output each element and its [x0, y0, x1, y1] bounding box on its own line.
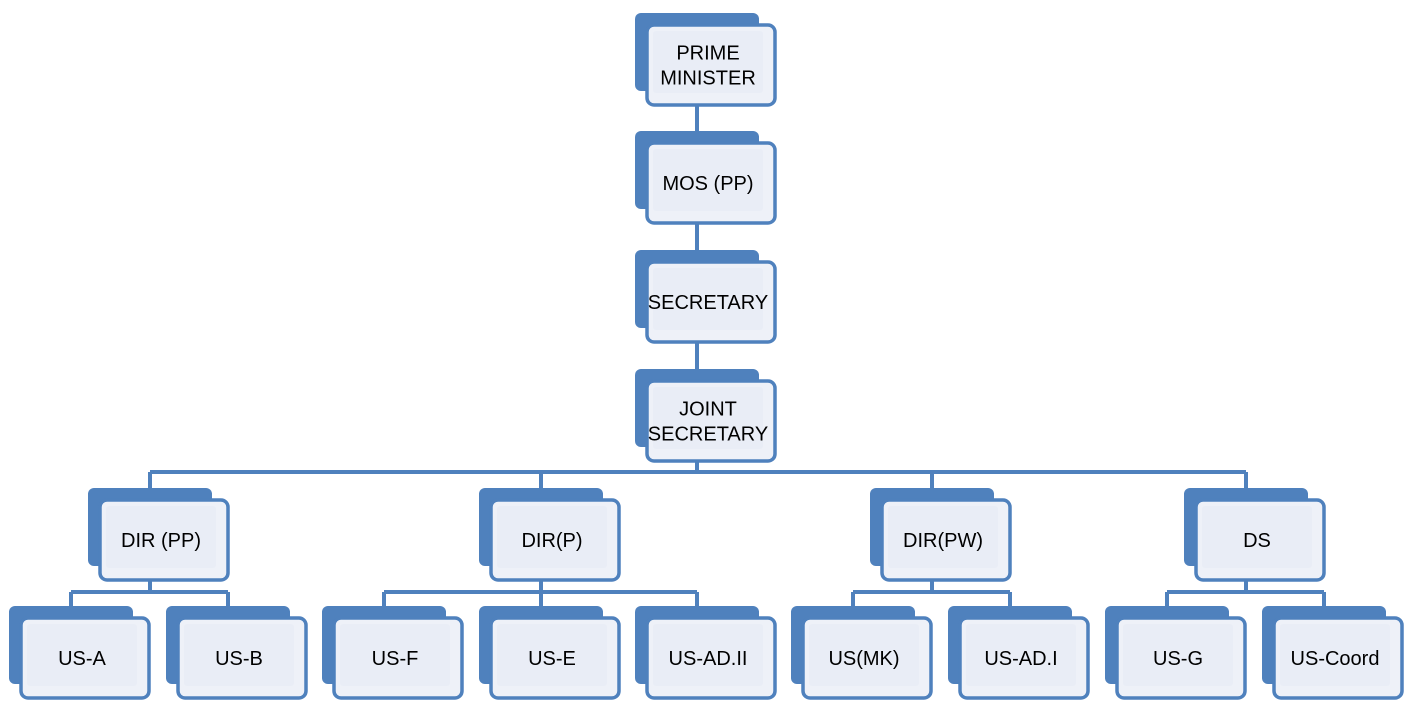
org-node-us-g: US-G — [1105, 606, 1247, 700]
node-label: SECRETARY — [648, 424, 768, 446]
org-node-dir-pw: DIR(PW) — [870, 488, 1012, 582]
node-label: US-B — [215, 648, 263, 670]
node-inner — [809, 624, 919, 686]
org-node-ds: DS — [1184, 488, 1326, 582]
node-inner — [106, 506, 216, 568]
node-label: SECRETARY — [648, 292, 768, 314]
org-node-us-e: US-E — [479, 606, 621, 700]
node-inner — [184, 624, 294, 686]
node-label: MINISTER — [660, 68, 756, 90]
org-node-sec: SECRETARY — [635, 250, 777, 344]
node-inner — [497, 506, 607, 568]
org-node-us-ad2: US-AD.II — [635, 606, 777, 700]
org-node-dir-p: DIR(P) — [479, 488, 621, 582]
node-label: DIR (PP) — [121, 530, 201, 552]
node-inner — [653, 387, 763, 449]
node-inner — [888, 506, 998, 568]
org-node-us-a: US-A — [9, 606, 151, 700]
node-label: US(MK) — [828, 648, 899, 670]
connector-layer — [69, 105, 1326, 606]
node-label: US-Coord — [1291, 648, 1380, 670]
node-label: US-G — [1153, 648, 1203, 670]
node-inner — [1202, 506, 1312, 568]
node-label: PRIME — [676, 43, 739, 65]
node-inner — [653, 268, 763, 330]
node-label: MOS (PP) — [662, 173, 753, 195]
org-node-us-b: US-B — [166, 606, 308, 700]
node-label: DS — [1243, 530, 1271, 552]
node-label: DIR(P) — [521, 530, 582, 552]
node-inner — [27, 624, 137, 686]
node-inner — [653, 149, 763, 211]
node-label: JOINT — [679, 399, 737, 421]
node-inner — [340, 624, 450, 686]
org-node-us-f: US-F — [322, 606, 464, 700]
node-label: US-AD.I — [984, 648, 1057, 670]
org-node-us-coord: US-Coord — [1262, 606, 1404, 700]
node-label: US-AD.II — [669, 648, 748, 670]
org-node-js: JOINT SECRETARY — [635, 369, 777, 463]
node-inner — [497, 624, 607, 686]
node-label: DIR(PW) — [903, 530, 983, 552]
node-inner — [653, 624, 763, 686]
node-layer: PRIME MINISTER MOS (PP) SECRETARY JOINT SECRE… — [9, 13, 1404, 700]
org-node-pm: PRIME MINISTER — [635, 13, 777, 107]
org-node-us-ad1: US-AD.I — [948, 606, 1090, 700]
node-label: US-E — [528, 648, 576, 670]
org-node-us-mk: US(MK) — [791, 606, 933, 700]
node-label: US-F — [372, 648, 419, 670]
node-inner — [1280, 624, 1390, 686]
node-inner — [966, 624, 1076, 686]
node-inner — [1123, 624, 1233, 686]
node-inner — [653, 31, 763, 93]
org-node-mos: MOS (PP) — [635, 131, 777, 225]
node-label: US-A — [58, 648, 106, 670]
org-node-dir-pp: DIR (PP) — [88, 488, 230, 582]
